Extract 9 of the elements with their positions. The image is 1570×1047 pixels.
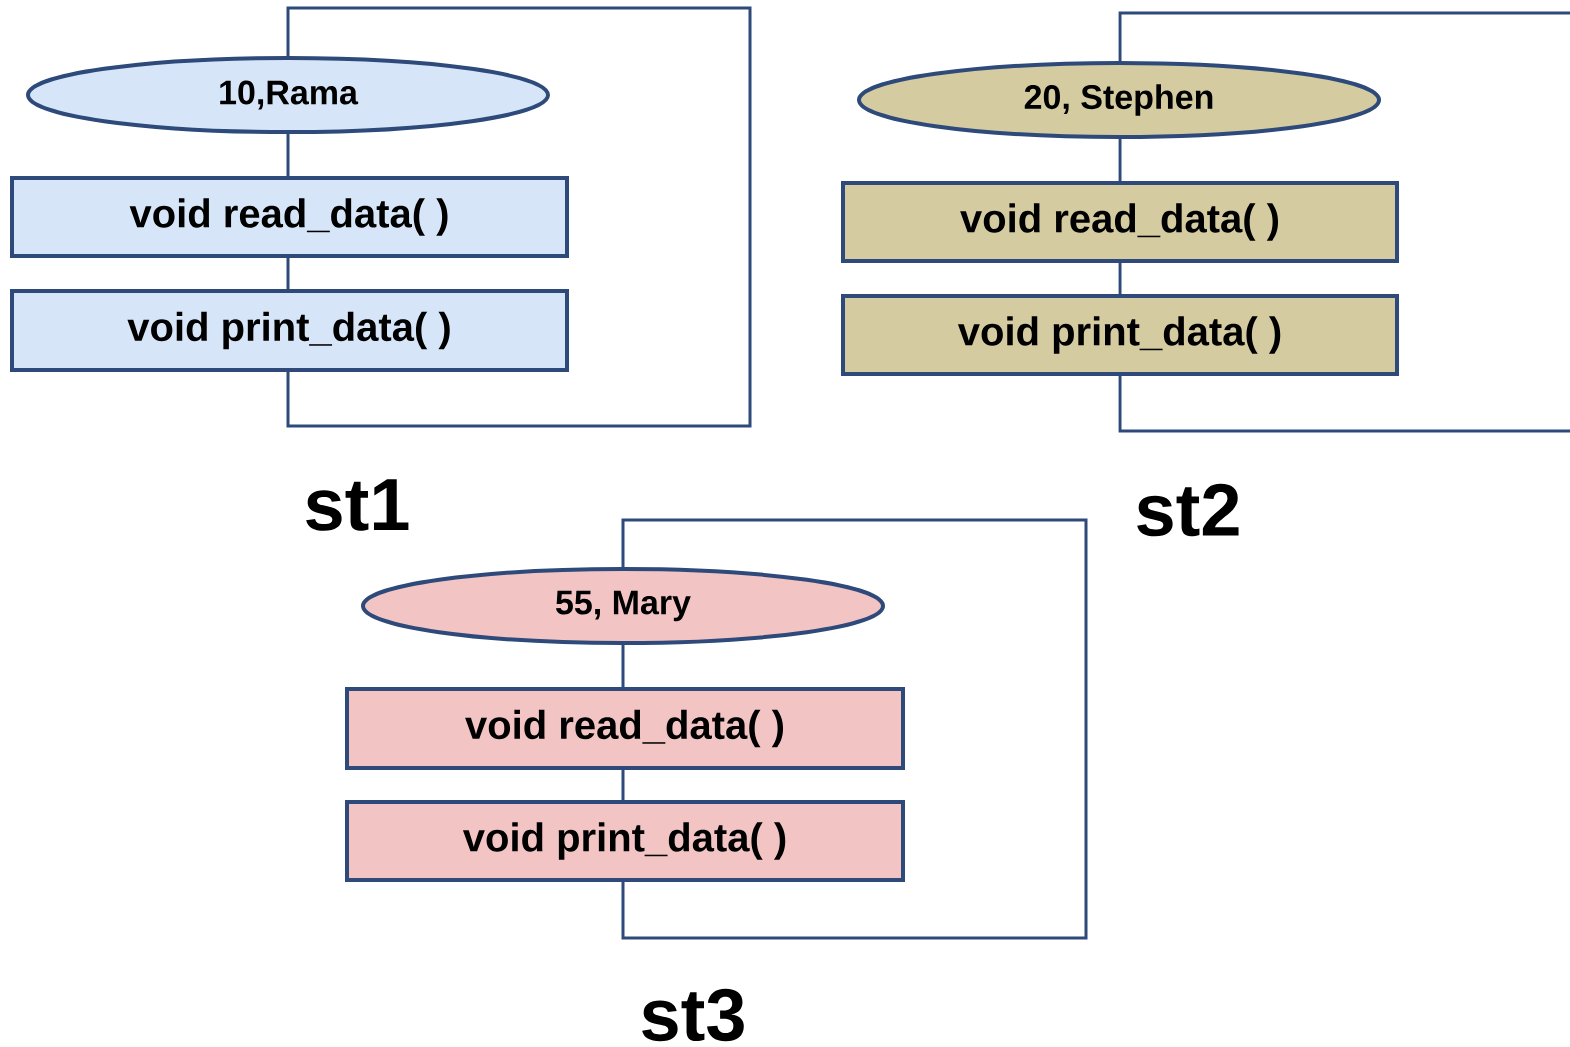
method-box: void print_data( ) bbox=[10, 289, 569, 372]
method-box: void read_data( ) bbox=[841, 181, 1399, 263]
method-box: void print_data( ) bbox=[841, 294, 1399, 376]
object-label: st1 bbox=[306, 479, 409, 531]
method-box: void read_data( ) bbox=[345, 687, 905, 770]
method-box: void print_data( ) bbox=[345, 800, 905, 882]
object-label: st3 bbox=[642, 988, 744, 1042]
method-box: void read_data( ) bbox=[10, 176, 569, 258]
object-label: st2 bbox=[1137, 483, 1239, 537]
